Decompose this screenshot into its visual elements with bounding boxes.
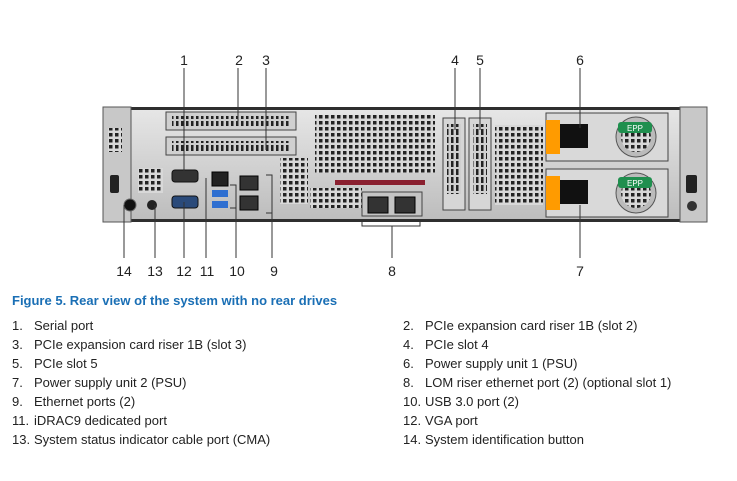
- legend-num: 10.: [403, 394, 422, 409]
- callout-2: 2: [235, 52, 243, 68]
- lom-ethernet-port-1: [367, 196, 389, 214]
- legend-item-2: 2. PCIe expansion card riser 1B (slot 2): [403, 318, 637, 333]
- callout-6: 6: [576, 52, 584, 68]
- legend-text: Power supply unit 1 (PSU): [425, 356, 578, 371]
- callout-9: 9: [270, 263, 278, 279]
- legend-text: PCIe slot 5: [34, 356, 98, 371]
- legend-num: 11.: [12, 413, 30, 428]
- psu-1-badge: EPP: [627, 124, 643, 133]
- callout-lines-top: [183, 68, 581, 171]
- legend-item-7: 7. Power supply unit 2 (PSU): [12, 375, 186, 390]
- legend-text: System status indicator cable port (CMA): [34, 432, 271, 447]
- legend-num: 3.: [12, 337, 23, 352]
- callout-14: 14: [116, 263, 132, 279]
- serial-port: [171, 169, 199, 183]
- callout-11: 11: [199, 263, 215, 279]
- legend-item-14: 14.System identification button: [403, 432, 584, 447]
- legend-item-1: 1. Serial port: [12, 318, 93, 333]
- legend-item-5: 5. PCIe slot 5: [12, 356, 98, 371]
- callout-5: 5: [476, 52, 484, 68]
- legend-num: 2.: [403, 318, 414, 333]
- psu-1: EPP: [545, 112, 669, 162]
- callout-8: 8: [388, 263, 396, 279]
- legend-item-13: 13.System status indicator cable port (C…: [12, 432, 270, 447]
- legend-num: 1.: [12, 318, 23, 333]
- legend-text: PCIe expansion card riser 1B (slot 3): [34, 337, 247, 352]
- legend-text: System identification button: [425, 432, 584, 447]
- callout-12: 12: [176, 263, 192, 279]
- legend-text: Power supply unit 2 (PSU): [34, 375, 187, 390]
- legend-item-12: 12.VGA port: [403, 413, 478, 428]
- callout-lines-bottom: [123, 174, 581, 258]
- vent-field: [315, 115, 435, 173]
- legend-item-3: 3. PCIe expansion card riser 1B (slot 3): [12, 337, 246, 352]
- legend-item-11: 11. iDRAC9 dedicated port: [12, 413, 167, 428]
- usb-port-1: [212, 190, 228, 197]
- server-rear-illustration: EPP EPP: [102, 68, 708, 258]
- callout-13: 13: [147, 263, 163, 279]
- vga-port: [171, 195, 199, 209]
- legend-text: USB 3.0 port (2): [425, 394, 519, 409]
- ethernet-port-1: [239, 175, 259, 191]
- ethernet-port-2: [239, 195, 259, 211]
- callout-3: 3: [262, 52, 270, 68]
- callout-1: 1: [180, 52, 188, 68]
- legend-num: 13.: [12, 432, 31, 447]
- legend-text: Serial port: [34, 318, 94, 333]
- legend-num: 6.: [403, 356, 414, 371]
- callout-10: 10: [229, 263, 245, 279]
- legend-item-9: 9. Ethernet ports (2): [12, 394, 135, 409]
- lom-ethernet-port-2: [394, 196, 416, 214]
- legend-text: iDRAC9 dedicated port: [34, 413, 167, 428]
- idrac-port: [211, 171, 229, 187]
- legend-item-4: 4. PCIe slot 4: [403, 337, 489, 352]
- legend-item-6: 6. Power supply unit 1 (PSU): [403, 356, 577, 371]
- usb-port-2: [212, 201, 228, 208]
- callout-7: 7: [576, 263, 584, 279]
- legend-num: 12.: [403, 413, 422, 428]
- legend-item-8: 8. LOM riser ethernet port (2) (optional …: [403, 375, 671, 390]
- legend-num: 8.: [403, 375, 414, 390]
- legend-text: PCIe expansion card riser 1B (slot 2): [425, 318, 638, 333]
- figure-caption: Figure 5. Rear view of the system with n…: [12, 293, 338, 308]
- legend-text: PCIe slot 4: [425, 337, 489, 352]
- psu-2: EPP: [545, 168, 669, 218]
- legend-text: Ethernet ports (2): [34, 394, 136, 409]
- system-id-button: [123, 198, 137, 212]
- psu-2-badge: EPP: [627, 179, 643, 188]
- legend-num: 9.: [12, 394, 23, 409]
- legend-num: 14.: [403, 432, 422, 447]
- callout-4: 4: [451, 52, 459, 68]
- legend-item-10: 10.USB 3.0 port (2): [403, 394, 519, 409]
- legend-num: 7.: [12, 375, 23, 390]
- legend-text: VGA port: [425, 413, 478, 428]
- legend-num: 5.: [12, 356, 23, 371]
- server-rear-figure: EPP EPP: [102, 52, 708, 279]
- legend-text: LOM riser ethernet port (2) (optional sl…: [425, 375, 672, 390]
- legend-num: 4.: [403, 337, 414, 352]
